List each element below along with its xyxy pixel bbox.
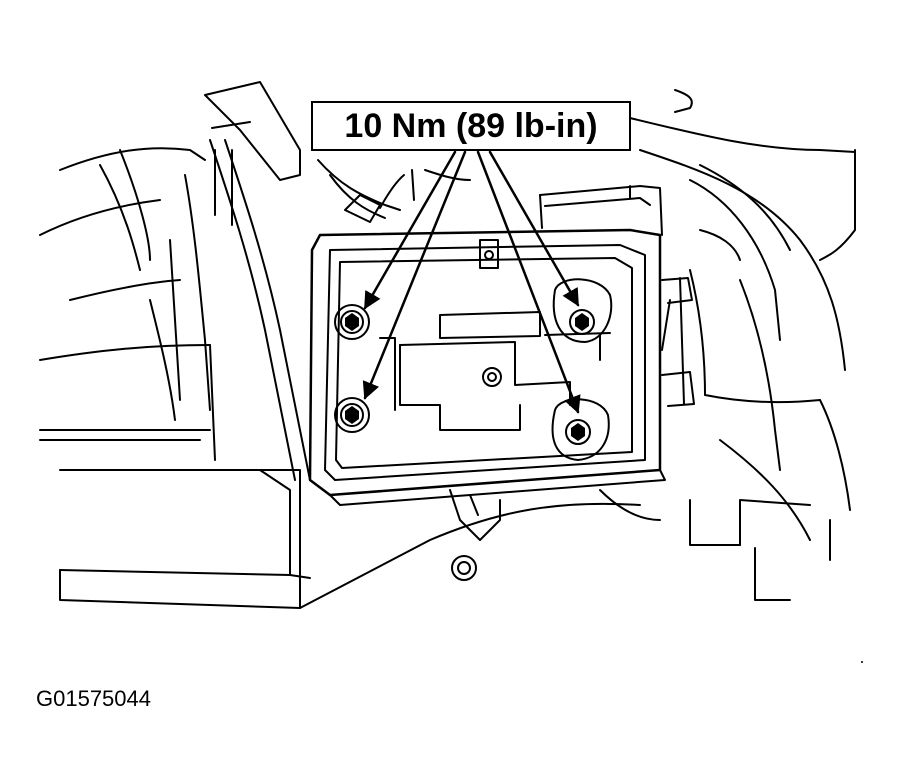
bolt-lower-left <box>334 397 370 433</box>
washer <box>451 555 477 581</box>
bolt-upper-left <box>334 304 370 340</box>
torque-label: 10 Nm (89 lb-in) <box>344 106 598 145</box>
surrounding-structure <box>39 81 856 609</box>
figure-id: G01575044 <box>36 686 151 711</box>
bolt-lower-right <box>551 398 610 461</box>
leader-arrows <box>362 150 581 414</box>
speck <box>861 661 863 663</box>
torque-callout: 10 Nm (89 lb-in) <box>311 101 631 151</box>
bolt-upper-right <box>552 278 613 343</box>
mounting-bracket <box>308 185 695 506</box>
